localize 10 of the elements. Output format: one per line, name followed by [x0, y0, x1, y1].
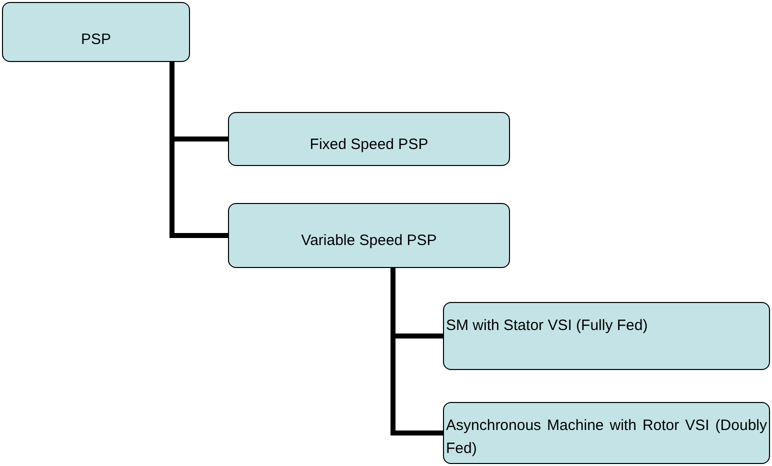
box-label: Fixed Speed PSP [308, 134, 430, 155]
hierarchy-box [2, 2, 190, 62]
box-label: PSP [80, 30, 112, 50]
hierarchy-box [443, 402, 770, 464]
hierarchy-box [228, 203, 510, 268]
box-label: SM with Stator VSI (Fully Fed) [446, 316, 649, 336]
hierarchy-box [228, 112, 510, 166]
box-label: Asynchronous Machine with Rotor VSI (Doubly Fed) [446, 416, 767, 458]
box-label: Variable Speed PSP [300, 231, 438, 252]
hierarchy-box [443, 302, 770, 370]
